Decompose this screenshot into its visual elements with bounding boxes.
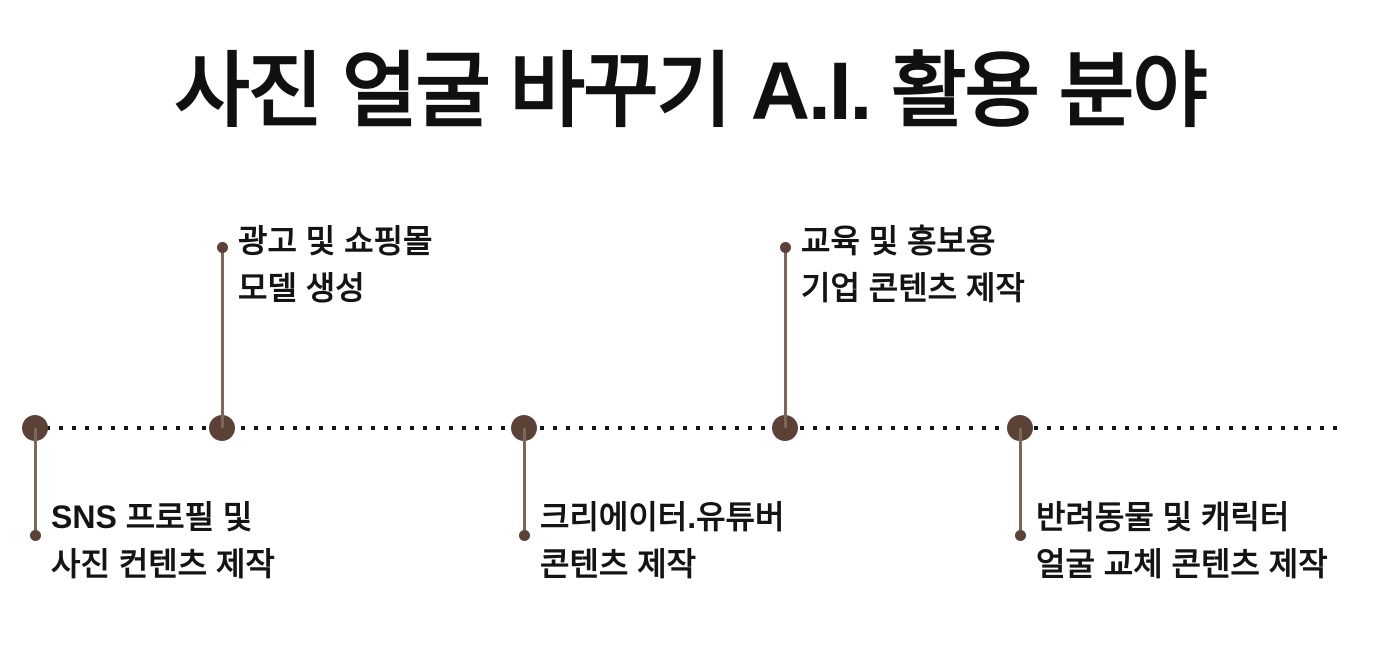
label-line-2: 얼굴 교체 콘텐츠 제작 [1036, 546, 1328, 582]
label-line-1: 광고 및 쇼핑몰 [238, 223, 433, 259]
timeline-connector-line [33, 428, 37, 536]
timeline-node-label: 크리에이터.유튜버 콘텐츠 제작 [540, 494, 784, 588]
label-line-2: 사진 컨텐츠 제작 [51, 546, 275, 582]
timeline-node-label: 광고 및 쇼핑몰 모델 생성 [238, 218, 432, 312]
page-title: 사진 얼굴 바꾸기 A.I. 활용 분야 [174, 46, 1207, 137]
timeline-dotted-axis [33, 426, 1343, 430]
label-line-1: 반려동물 및 캐릭터 [1036, 499, 1290, 535]
label-line-2: 기업 콘텐츠 제작 [801, 270, 1025, 306]
timeline-connector-line [1018, 428, 1022, 536]
timeline-connector-end-dot [779, 242, 791, 253]
timeline-connector-line [220, 248, 224, 428]
timeline-node-label: 반려동물 및 캐릭터 얼굴 교체 콘텐츠 제작 [1036, 494, 1328, 588]
timeline-connector-end-dot [518, 530, 530, 541]
label-line-2: 모델 생성 [238, 270, 365, 306]
label-line-1: 크리에이터.유튜버 [540, 499, 785, 535]
label-line-2: 콘텐츠 제작 [540, 546, 697, 582]
timeline-connector-end-dot [29, 530, 41, 541]
label-line-1: 교육 및 홍보용 [801, 223, 996, 259]
timeline-node-label: SNS 프로필 및 사진 컨텐츠 제작 [51, 494, 275, 588]
timeline-connector-line [522, 428, 526, 536]
label-line-1: SNS 프로필 및 [51, 499, 253, 535]
timeline-node-label: 교육 및 홍보용 기업 콘텐츠 제작 [801, 218, 1025, 312]
timeline-connector-line [783, 248, 787, 428]
timeline-connector-end-dot [216, 242, 228, 253]
timeline-connector-end-dot [1014, 530, 1026, 541]
